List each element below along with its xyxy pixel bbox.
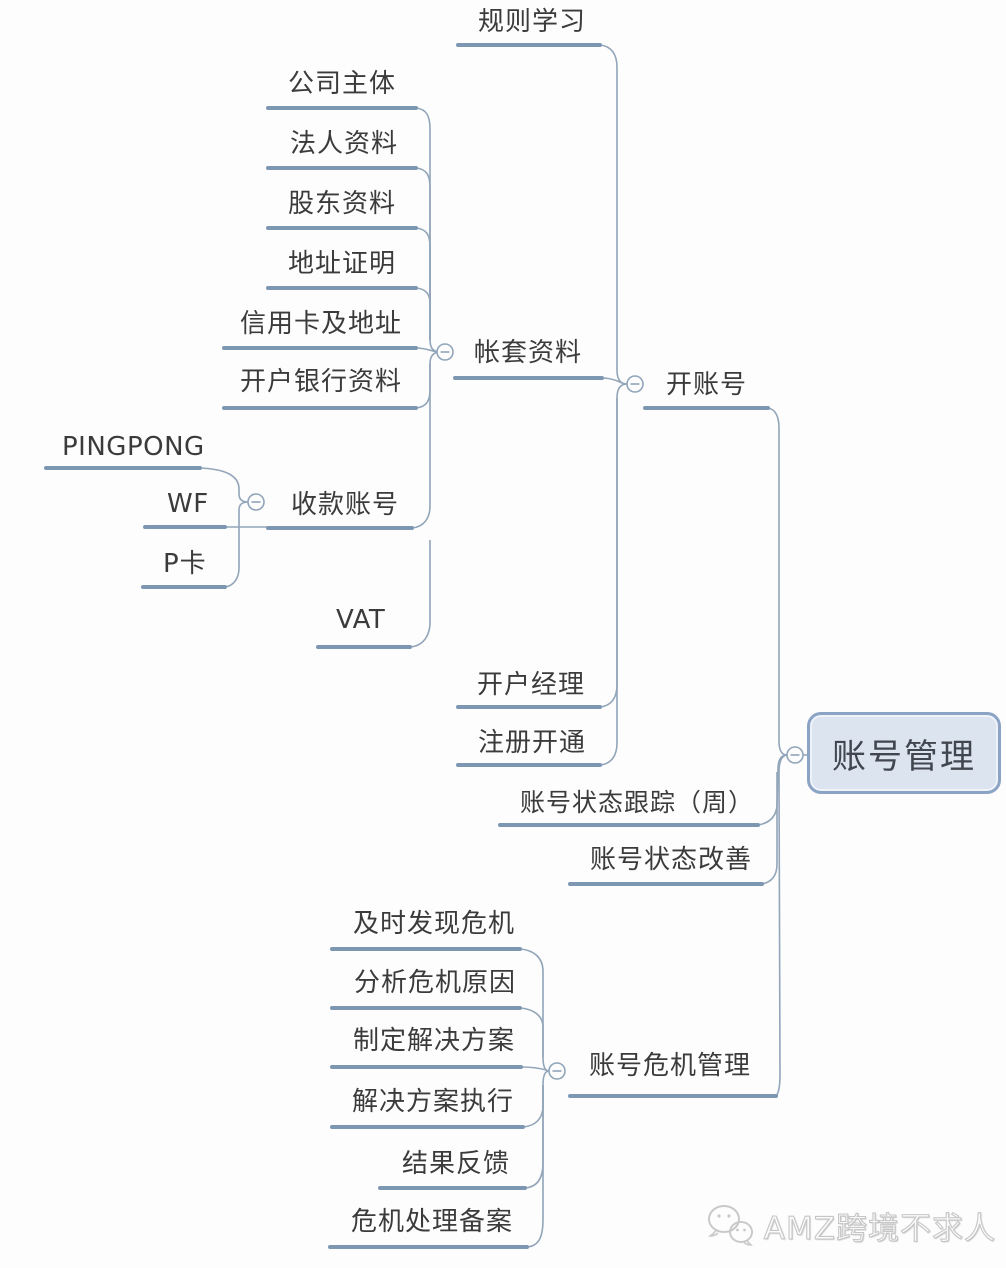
node-company-entity[interactable]: 公司主体: [288, 69, 397, 99]
node-receiving-account[interactable]: 收款账号: [291, 490, 400, 520]
node-address-proof[interactable]: 地址证明: [288, 249, 397, 279]
node-bank-account-info[interactable]: 开户银行资料: [240, 367, 403, 397]
wechat-icon: [707, 1205, 753, 1246]
node-wf[interactable]: WF: [167, 489, 209, 519]
node-detect-crisis[interactable]: 及时发现危机: [353, 909, 516, 939]
root-label: 账号管理: [832, 736, 976, 777]
collapse-toggle-crisis-mgmt[interactable]: [548, 1062, 566, 1080]
node-status-improvement[interactable]: 账号状态改善: [590, 845, 753, 875]
watermark: AMZ跨境不求人: [704, 1198, 996, 1252]
brace-curves: [199, 44, 807, 1248]
collapse-toggle-root[interactable]: [786, 746, 804, 764]
node-vat[interactable]: VAT: [336, 605, 386, 635]
node-rule-learning[interactable]: 规则学习: [478, 7, 587, 37]
node-execute-solution[interactable]: 解决方案执行: [352, 1087, 515, 1117]
collapse-toggle-account-set[interactable]: [436, 343, 454, 361]
node-account-set-info[interactable]: 帐套资料: [474, 338, 583, 368]
node-crisis-management[interactable]: 账号危机管理: [589, 1051, 752, 1081]
node-account-opening-manager[interactable]: 开户经理: [477, 670, 586, 700]
node-open-account[interactable]: 开账号: [666, 370, 748, 400]
node-registration-activation[interactable]: 注册开通: [478, 728, 587, 758]
node-status-tracking-weekly[interactable]: 账号状态跟踪（周）: [520, 788, 755, 817]
node-make-solution[interactable]: 制定解决方案: [353, 1026, 516, 1056]
node-legal-person-info[interactable]: 法人资料: [290, 129, 399, 159]
node-crisis-record[interactable]: 危机处理备案: [351, 1207, 514, 1237]
collapse-toggle-open-account[interactable]: [626, 375, 644, 393]
node-credit-card-address[interactable]: 信用卡及地址: [240, 309, 403, 339]
node-pingpong[interactable]: PINGPONG: [62, 432, 205, 462]
node-result-feedback[interactable]: 结果反馈: [402, 1149, 511, 1179]
node-p-card[interactable]: P卡: [163, 549, 207, 579]
node-shareholder-info[interactable]: 股东资料: [288, 189, 397, 219]
node-root-account-management[interactable]: 账号管理: [807, 712, 1001, 794]
node-analyze-crisis-cause[interactable]: 分析危机原因: [354, 968, 517, 998]
watermark-text: AMZ跨境不求人: [763, 1210, 996, 1247]
collapse-toggle-receiving-account[interactable]: [247, 493, 265, 511]
node-underlines: [44, 43, 778, 1249]
